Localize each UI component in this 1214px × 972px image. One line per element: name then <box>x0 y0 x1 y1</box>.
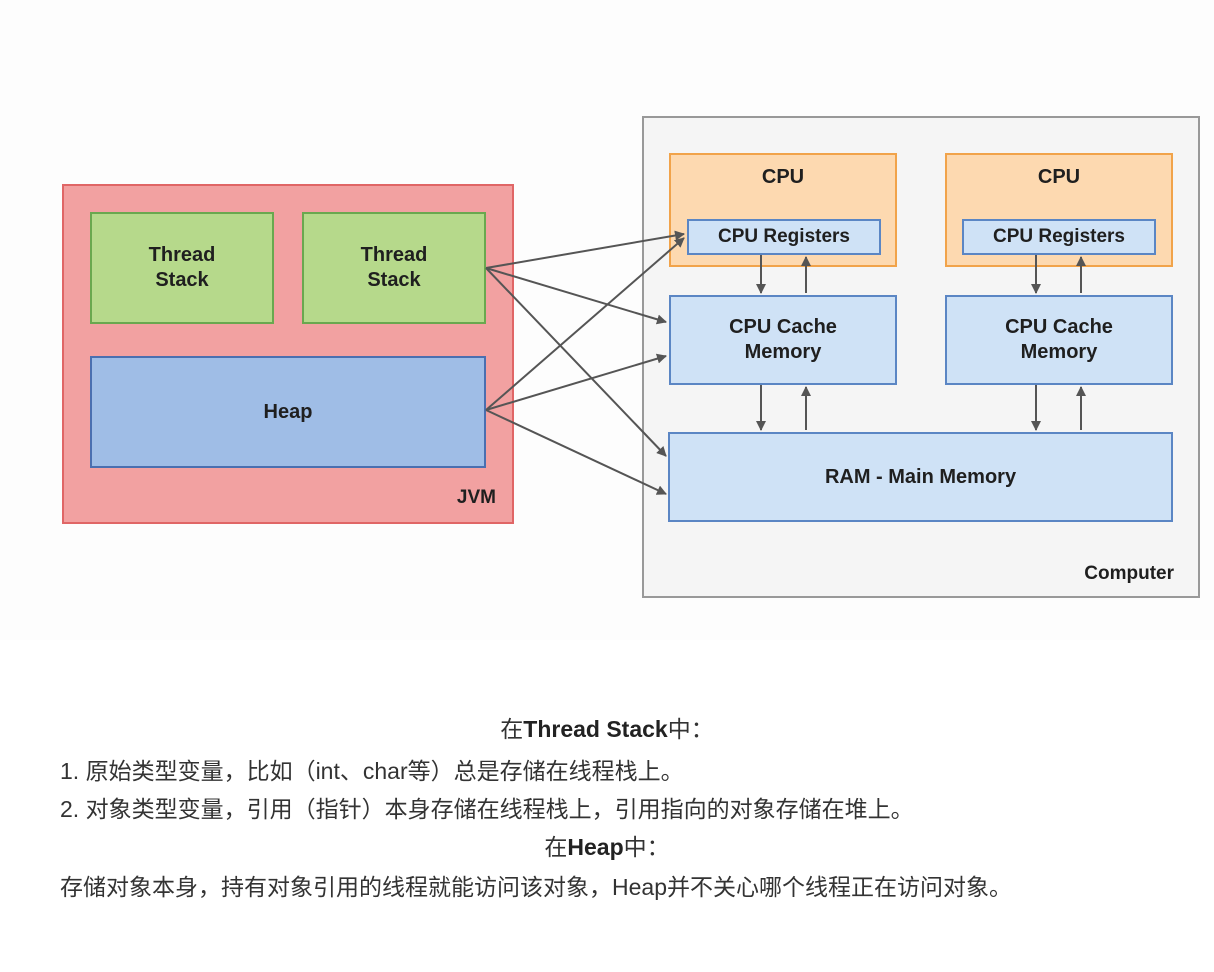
caption-line1-suffix: 中： <box>667 716 714 742</box>
caption-line4-bold: Heap <box>567 834 624 860</box>
arrow-heap-to-ram <box>485 409 667 495</box>
arrow-thread-to-ram <box>485 267 667 457</box>
jvm-label: JVM <box>456 487 496 509</box>
caption-heading-thread-stack: 在Thread Stack中： <box>0 710 1214 744</box>
arrow-heap-to-registers <box>485 237 685 411</box>
caption-line-object-ref: 2. 对象类型变量，引用（指针）本身存储在线程栈上，引用指向的对象存储在堆上。 <box>60 796 914 822</box>
thread-stack-1: Thread Stack <box>90 212 274 324</box>
caption-line4-suffix: 中： <box>623 834 670 860</box>
cpu-2-registers: CPU Registers <box>962 219 1156 255</box>
cpu-2-registers-label: CPU Registers <box>993 226 1125 248</box>
ram-main-memory: RAM - Main Memory <box>668 432 1173 522</box>
heap-label: Heap <box>263 400 313 423</box>
arrow-thread-to-registers <box>485 230 685 269</box>
thread-stack-1-label: Thread Stack <box>148 244 216 291</box>
caption-line4-prefix: 在 <box>544 834 568 860</box>
heap: Heap <box>90 356 486 468</box>
thread-stack-2-label: Thread Stack <box>360 244 428 291</box>
cpu-1-registers-label: CPU Registers <box>718 226 850 248</box>
cpu-2-cache-label: CPU Cache Memory <box>1005 316 1113 363</box>
cpu-1-cache-memory: CPU Cache Memory <box>669 295 897 385</box>
caption-line1-bold: Thread Stack <box>523 716 668 742</box>
cpu-1-title: CPU <box>761 166 805 188</box>
ram-label: RAM - Main Memory <box>824 465 1017 488</box>
caption-line1-prefix: 在 <box>500 716 524 742</box>
cpu-2-cache-memory: CPU Cache Memory <box>945 295 1173 385</box>
computer-label: Computer <box>1084 563 1174 585</box>
caption-line-heap: 存储对象本身，持有对象引用的线程就能访问该对象，Heap并不关心哪个线程正在访问… <box>60 874 1012 900</box>
cpu-1-cache-label: CPU Cache Memory <box>729 316 837 363</box>
arrow-heap-to-cache <box>485 353 667 411</box>
arrow-thread-to-cache <box>485 267 667 325</box>
cpu-1-registers: CPU Registers <box>687 219 881 255</box>
caption-line-primitive: 1. 原始类型变量，比如（int、char等）总是存储在线程栈上。 <box>60 758 684 784</box>
cpu-2-title: CPU <box>1037 166 1081 188</box>
connection-arrows <box>485 230 1086 495</box>
caption-heading-heap: 在Heap中： <box>0 828 1214 862</box>
thread-stack-2: Thread Stack <box>302 212 486 324</box>
